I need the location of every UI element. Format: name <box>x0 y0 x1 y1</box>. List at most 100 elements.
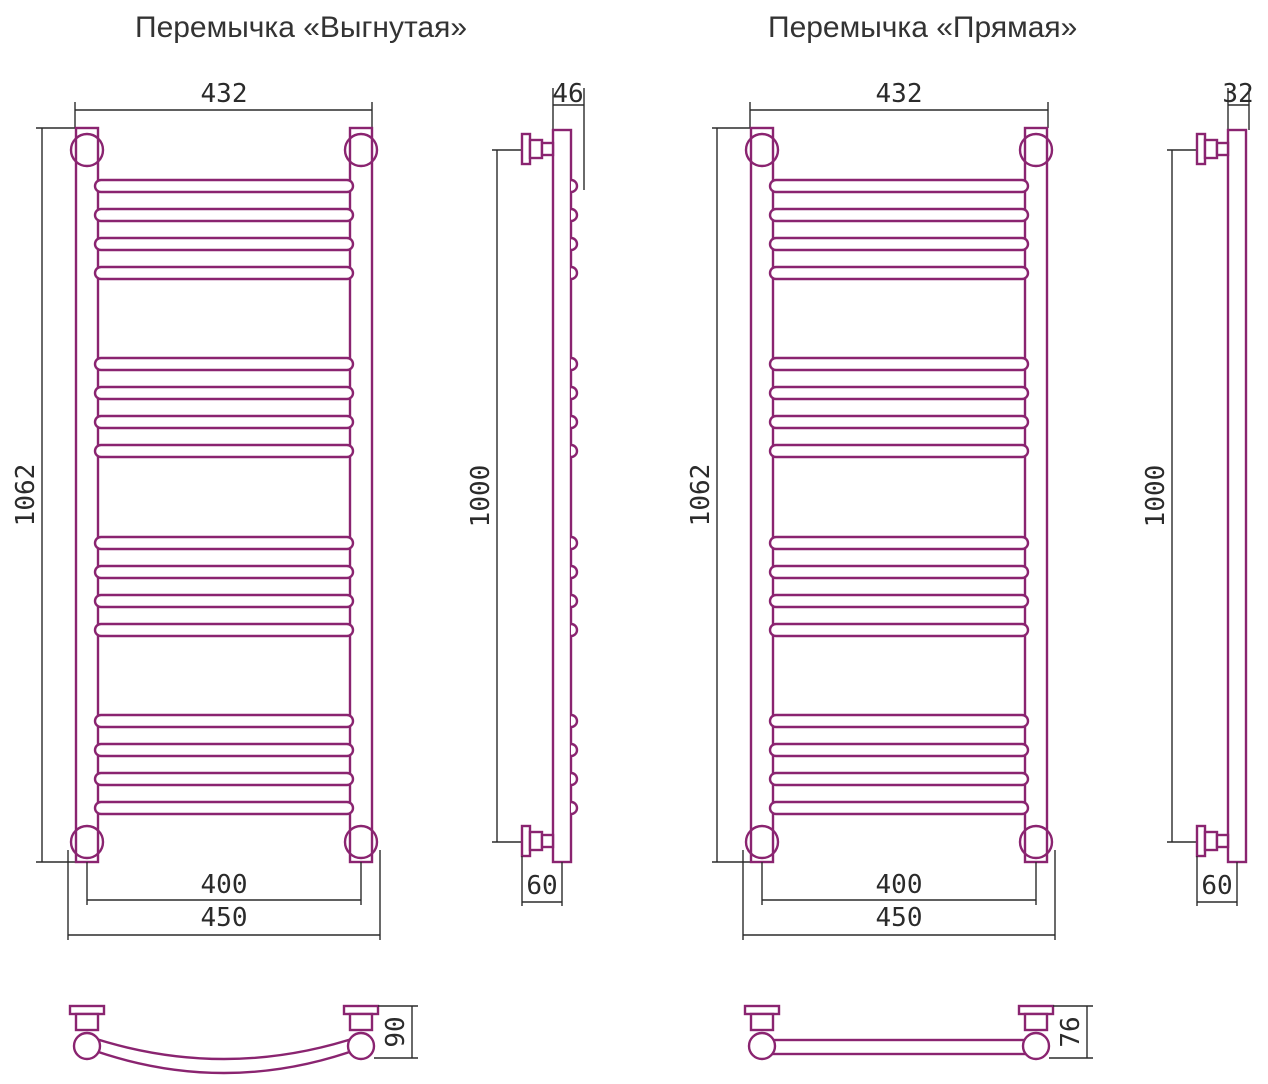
rung <box>93 443 355 459</box>
rung-end <box>570 385 579 401</box>
rung-end <box>570 742 579 758</box>
rung <box>93 414 355 430</box>
rung <box>93 385 355 401</box>
rung-end <box>570 593 579 609</box>
side-upright <box>551 128 573 864</box>
dim-label-top-width: 432 <box>201 79 248 109</box>
dim-label-side-depth: 32 <box>1222 79 1253 109</box>
valve-top <box>1195 132 1230 166</box>
front-view-straight: 432 1062 400 450 <box>686 79 1056 940</box>
rungs <box>768 178 1030 816</box>
rungs <box>93 178 355 816</box>
variant-title-straight: Перемычка «Прямая» <box>768 11 1078 44</box>
rung <box>93 713 355 729</box>
variant-title-curved: Перемычка «Выгнутая» <box>135 11 468 44</box>
dim-side-offset: 60 <box>1196 856 1238 906</box>
rung-end <box>570 414 579 430</box>
dim-label-height-total: 1062 <box>11 464 41 527</box>
dim-height-total: 1062 <box>11 127 76 863</box>
top-view-straight: 76 <box>743 1004 1093 1061</box>
valve-bottom <box>520 824 555 858</box>
dim-plan-depth: 76 <box>1049 1005 1093 1059</box>
rung <box>768 800 1030 816</box>
dim-side-offset: 60 <box>521 856 563 906</box>
dim-side-depth-top: 46 <box>552 79 585 190</box>
dim-label-side-depth: 46 <box>552 79 583 109</box>
rung-end <box>570 443 579 459</box>
rung <box>93 265 355 281</box>
rung-end <box>570 564 579 580</box>
rung <box>768 593 1030 609</box>
rung <box>93 593 355 609</box>
connection-bottom-right <box>1018 824 1054 860</box>
dim-label-center-distance: 400 <box>876 870 923 900</box>
rung-end <box>570 713 579 729</box>
rung <box>768 207 1030 223</box>
valve-top <box>520 132 555 166</box>
dim-height-total: 1062 <box>686 127 751 863</box>
dim-label-top-width: 432 <box>876 79 923 109</box>
dim-label-side-height: 1000 <box>1141 465 1171 528</box>
front-view-curved: 432 1062 400 450 <box>11 79 381 940</box>
rung <box>93 771 355 787</box>
top-view-curved: 90 <box>68 1004 418 1075</box>
rung <box>768 414 1030 430</box>
dim-side-height: 1000 <box>466 149 525 843</box>
dim-bottom: 400 450 <box>67 850 381 940</box>
rung <box>93 800 355 816</box>
rung <box>93 207 355 223</box>
rung-end <box>570 265 579 281</box>
rung <box>93 564 355 580</box>
dim-label-height-total: 1062 <box>686 464 716 527</box>
connection-top-left <box>69 132 105 168</box>
rung <box>768 356 1030 372</box>
rung-end <box>570 622 579 638</box>
rung <box>93 178 355 194</box>
rung-end <box>570 356 579 372</box>
rung-end <box>570 800 579 816</box>
rung <box>768 265 1030 281</box>
dim-top-width: 432 <box>74 79 373 128</box>
dim-top-width: 432 <box>749 79 1049 128</box>
connection-bottom-left <box>744 824 780 860</box>
rung <box>768 564 1030 580</box>
valve-bottom <box>1195 824 1230 858</box>
connection-bottom-left <box>69 824 105 860</box>
rung <box>768 443 1030 459</box>
connection-top-left <box>744 132 780 168</box>
rung-end <box>570 771 579 787</box>
rung <box>93 622 355 638</box>
rung <box>768 236 1030 252</box>
rung <box>768 385 1030 401</box>
rung-end <box>570 236 579 252</box>
dim-side-depth-top: 32 <box>1222 79 1254 130</box>
rung <box>93 356 355 372</box>
dim-label-full-width: 450 <box>201 903 248 933</box>
rung-end <box>570 178 579 194</box>
connection-top-right <box>1018 132 1054 168</box>
rung <box>93 742 355 758</box>
dim-label-plan-depth: 76 <box>1056 1016 1086 1047</box>
connection-bottom-right <box>343 824 379 860</box>
side-view-curved: 46 1000 60 <box>466 79 585 906</box>
dim-label-side-height: 1000 <box>466 465 496 528</box>
rung <box>768 535 1030 551</box>
rung-end <box>570 535 579 551</box>
rung-ends <box>570 178 579 816</box>
rung <box>93 535 355 551</box>
dim-bottom: 400 450 <box>742 850 1056 940</box>
rung <box>768 178 1030 194</box>
connection-top-right <box>343 132 379 168</box>
dim-label-full-width: 450 <box>876 903 923 933</box>
rung <box>768 771 1030 787</box>
rung <box>93 236 355 252</box>
rung-end <box>570 207 579 223</box>
dim-label-side-offset: 60 <box>526 871 557 901</box>
rung <box>768 713 1030 729</box>
dim-plan-depth: 90 <box>374 1005 418 1059</box>
rung <box>768 622 1030 638</box>
side-upright <box>1226 128 1248 864</box>
side-view-straight: 32 1000 60 <box>1141 79 1254 906</box>
dim-label-side-offset: 60 <box>1201 871 1232 901</box>
